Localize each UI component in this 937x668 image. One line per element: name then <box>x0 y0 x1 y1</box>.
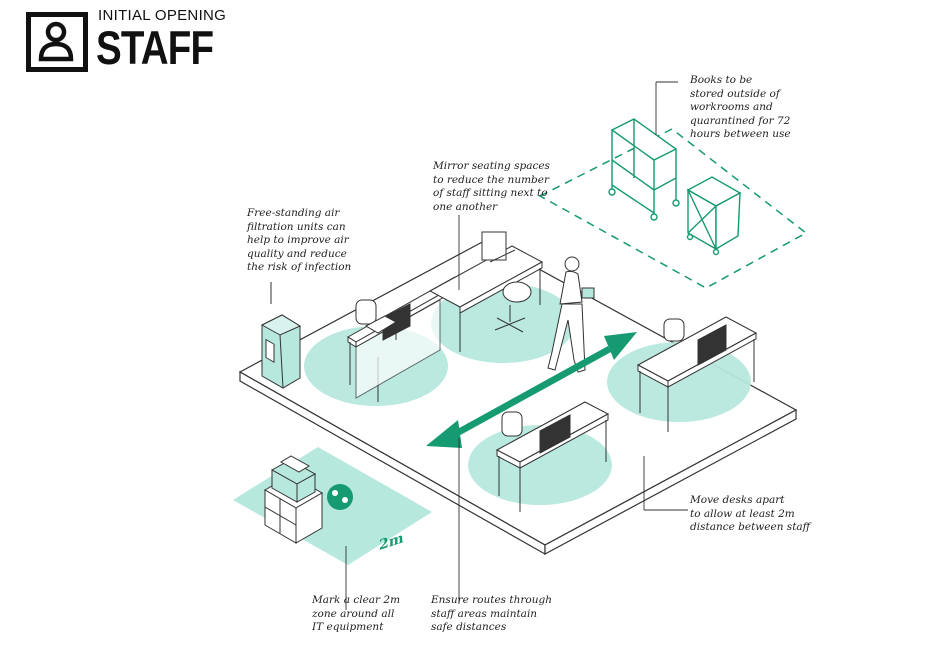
staff-person-icon <box>26 12 88 72</box>
desk-group-bottom <box>495 401 610 512</box>
leader-lines <box>345 81 688 610</box>
book-trolley-icon <box>608 118 680 221</box>
route-arrow-icon <box>426 332 637 448</box>
air-filter-icon <box>260 282 302 389</box>
note-mirror-seating: Mirror seating spaces to reduce the numb… <box>433 160 550 213</box>
note-routes: Ensure routes through staff areas mainta… <box>431 594 552 633</box>
header-title: STAFF <box>96 21 214 74</box>
chair-icon <box>355 299 397 334</box>
header-subtitle: INITIAL OPENING <box>98 7 227 24</box>
desk-group-top <box>428 231 544 352</box>
book-bin-icon <box>686 176 742 256</box>
floor-slab <box>238 239 798 556</box>
note-books: Books to be stored outside of workrooms … <box>690 74 791 140</box>
printer-icon <box>264 455 323 544</box>
note-move-desks: Move desks apart to allow at least 2m di… <box>690 494 811 533</box>
note-it-zone: Mark a clear 2m zone around all IT equip… <box>312 594 401 633</box>
book-quarantine-zone <box>538 128 808 289</box>
desk-group-right <box>636 316 758 432</box>
person-icon <box>547 256 595 373</box>
note-air-filtration: Free-standing air filtration units can h… <box>247 207 352 273</box>
